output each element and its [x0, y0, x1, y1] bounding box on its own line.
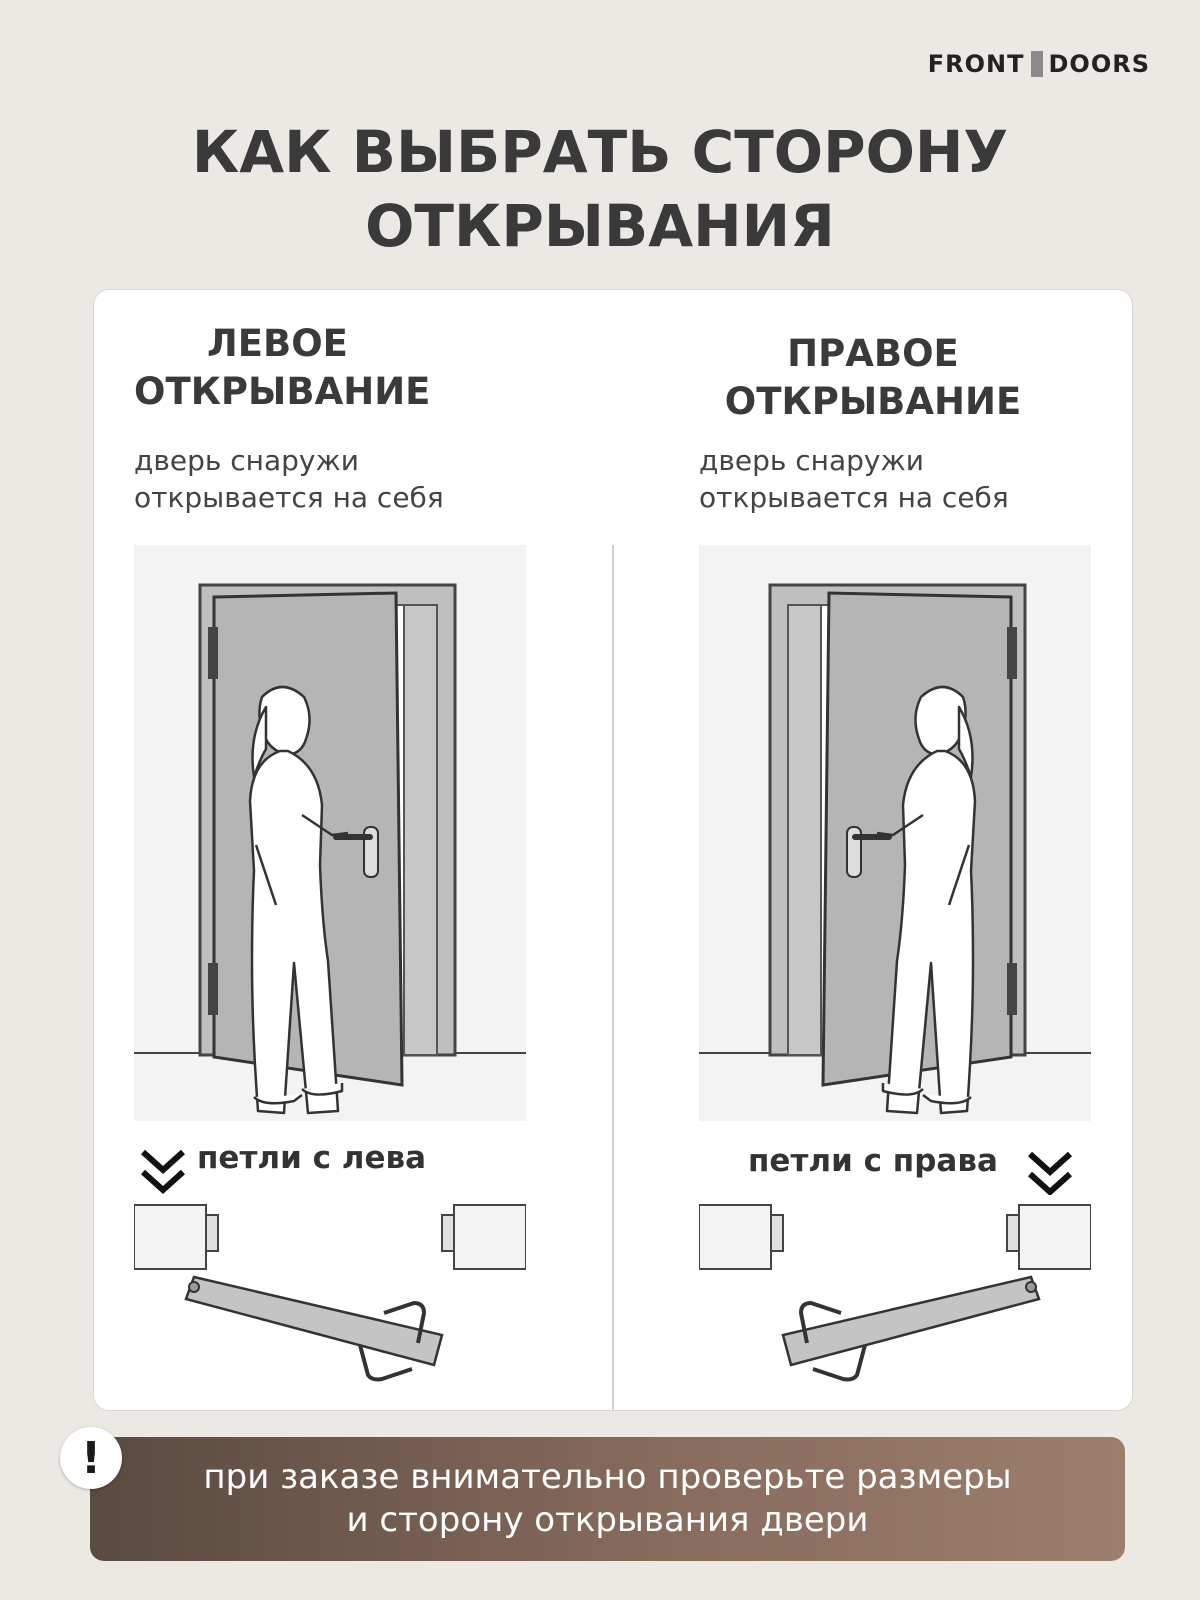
left-door-plan-diagram [134, 1195, 526, 1410]
right-door-plan-diagram [699, 1195, 1091, 1410]
left-opening-description: дверь снаружи открывается на себя [134, 442, 444, 516]
left-opening-heading: ЛЕВОЕ ОТКРЫВАНИЕ [134, 320, 430, 416]
page-title-line2: ОТКРЫВАНИЯ [365, 192, 835, 260]
notice-line2: и сторону открывания двери [346, 1500, 869, 1540]
left-hinge-label: петли с лева [197, 1140, 427, 1176]
right-opening-heading: ПРАВОЕ ОТКРЫВАНИЕ [614, 330, 1132, 426]
brand-logo: FRONT DOORS [928, 50, 1150, 78]
left-door-illustration [134, 545, 526, 1121]
column-divider [612, 545, 614, 1410]
left-opening-column: ЛЕВОЕ ОТКРЫВАНИЕ дверь снаружи открывает… [94, 290, 612, 1410]
left-desc-line1: дверь снаружи [134, 444, 359, 477]
right-desc-line1: дверь снаружи [699, 444, 924, 477]
brand-logo-part2: DOORS [1048, 50, 1150, 78]
page-title-line1: КАК ВЫБРАТЬ СТОРОНУ [191, 118, 1009, 186]
right-heading-line2: ОТКРЫВАНИЕ [724, 380, 1022, 423]
comparison-card: ЛЕВОЕ ОТКРЫВАНИЕ дверь снаружи открывает… [93, 289, 1133, 1411]
left-heading-line1: ЛЕВОЕ [207, 322, 348, 365]
left-desc-line2: открывается на себя [134, 481, 444, 514]
right-hinge-label: петли с права [748, 1143, 998, 1179]
brand-logo-separator [1030, 51, 1043, 77]
right-heading-line1: ПРАВОЕ [787, 332, 959, 375]
right-opening-column: ПРАВОЕ ОТКРЫВАНИЕ дверь снаружи открывае… [614, 290, 1132, 1410]
right-chevron-down-icon [1027, 1151, 1073, 1197]
left-chevron-down-icon [140, 1149, 186, 1195]
brand-logo-part1: FRONT [927, 50, 1025, 78]
exclamation-mark: ! [80, 1432, 102, 1484]
exclamation-icon: ! [60, 1427, 122, 1489]
right-door-illustration [699, 545, 1091, 1121]
order-notice-banner: при заказе внимательно проверьте размеры… [90, 1437, 1125, 1561]
left-door-drawing [134, 545, 526, 1121]
left-heading-line2: ОТКРЫВАНИЕ [134, 370, 431, 413]
right-opening-description: дверь снаружи открывается на себя [699, 442, 1009, 516]
page-title: КАК ВЫБРАТЬ СТОРОНУ ОТКРЫВАНИЯ [0, 115, 1200, 263]
notice-line1: при заказе внимательно проверьте размеры [203, 1457, 1012, 1497]
right-desc-line2: открывается на себя [699, 481, 1009, 514]
right-door-drawing [699, 545, 1091, 1121]
